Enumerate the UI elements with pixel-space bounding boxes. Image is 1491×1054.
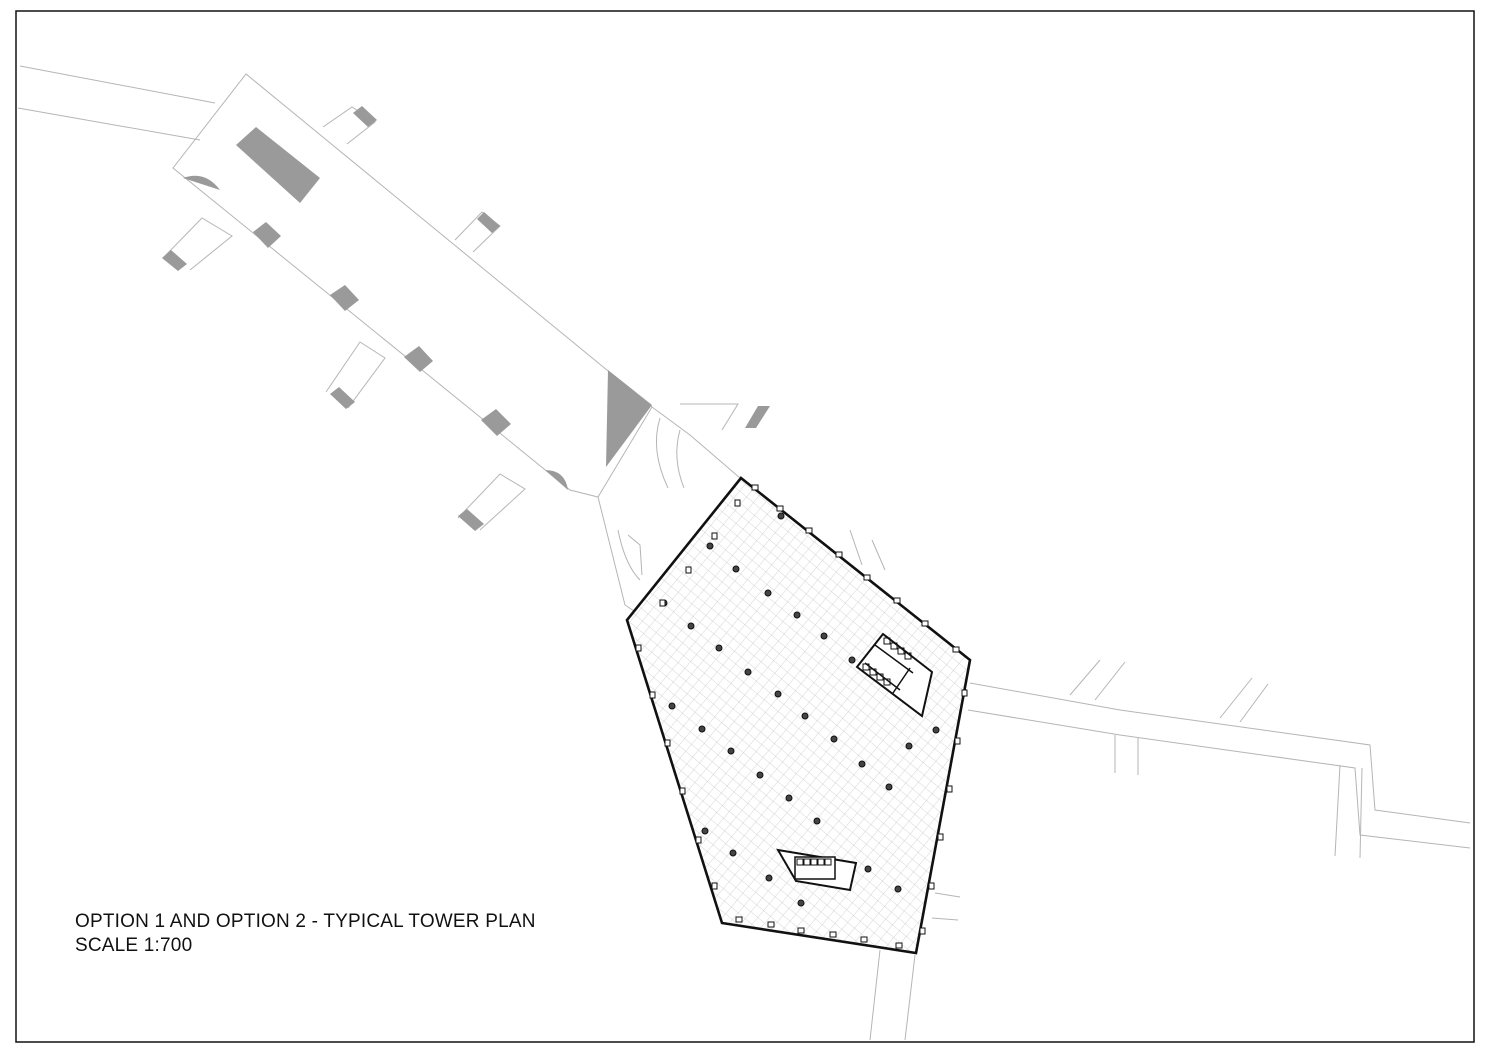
drawing-scale: SCALE 1:700 [75, 935, 193, 956]
drawing-caption: OPTION 1 AND OPTION 2 - TYPICAL TOWER PL… [75, 910, 536, 958]
core-lower-lifts [796, 858, 832, 866]
solid-elements [162, 106, 770, 531]
drawing-title: OPTION 1 AND OPTION 2 - TYPICAL TOWER PL… [75, 911, 536, 932]
perimeter-columns [635, 484, 968, 949]
interior-columns [660, 512, 940, 907]
core-upper-lifts [862, 637, 912, 686]
sheet-border [15, 10, 1475, 1043]
